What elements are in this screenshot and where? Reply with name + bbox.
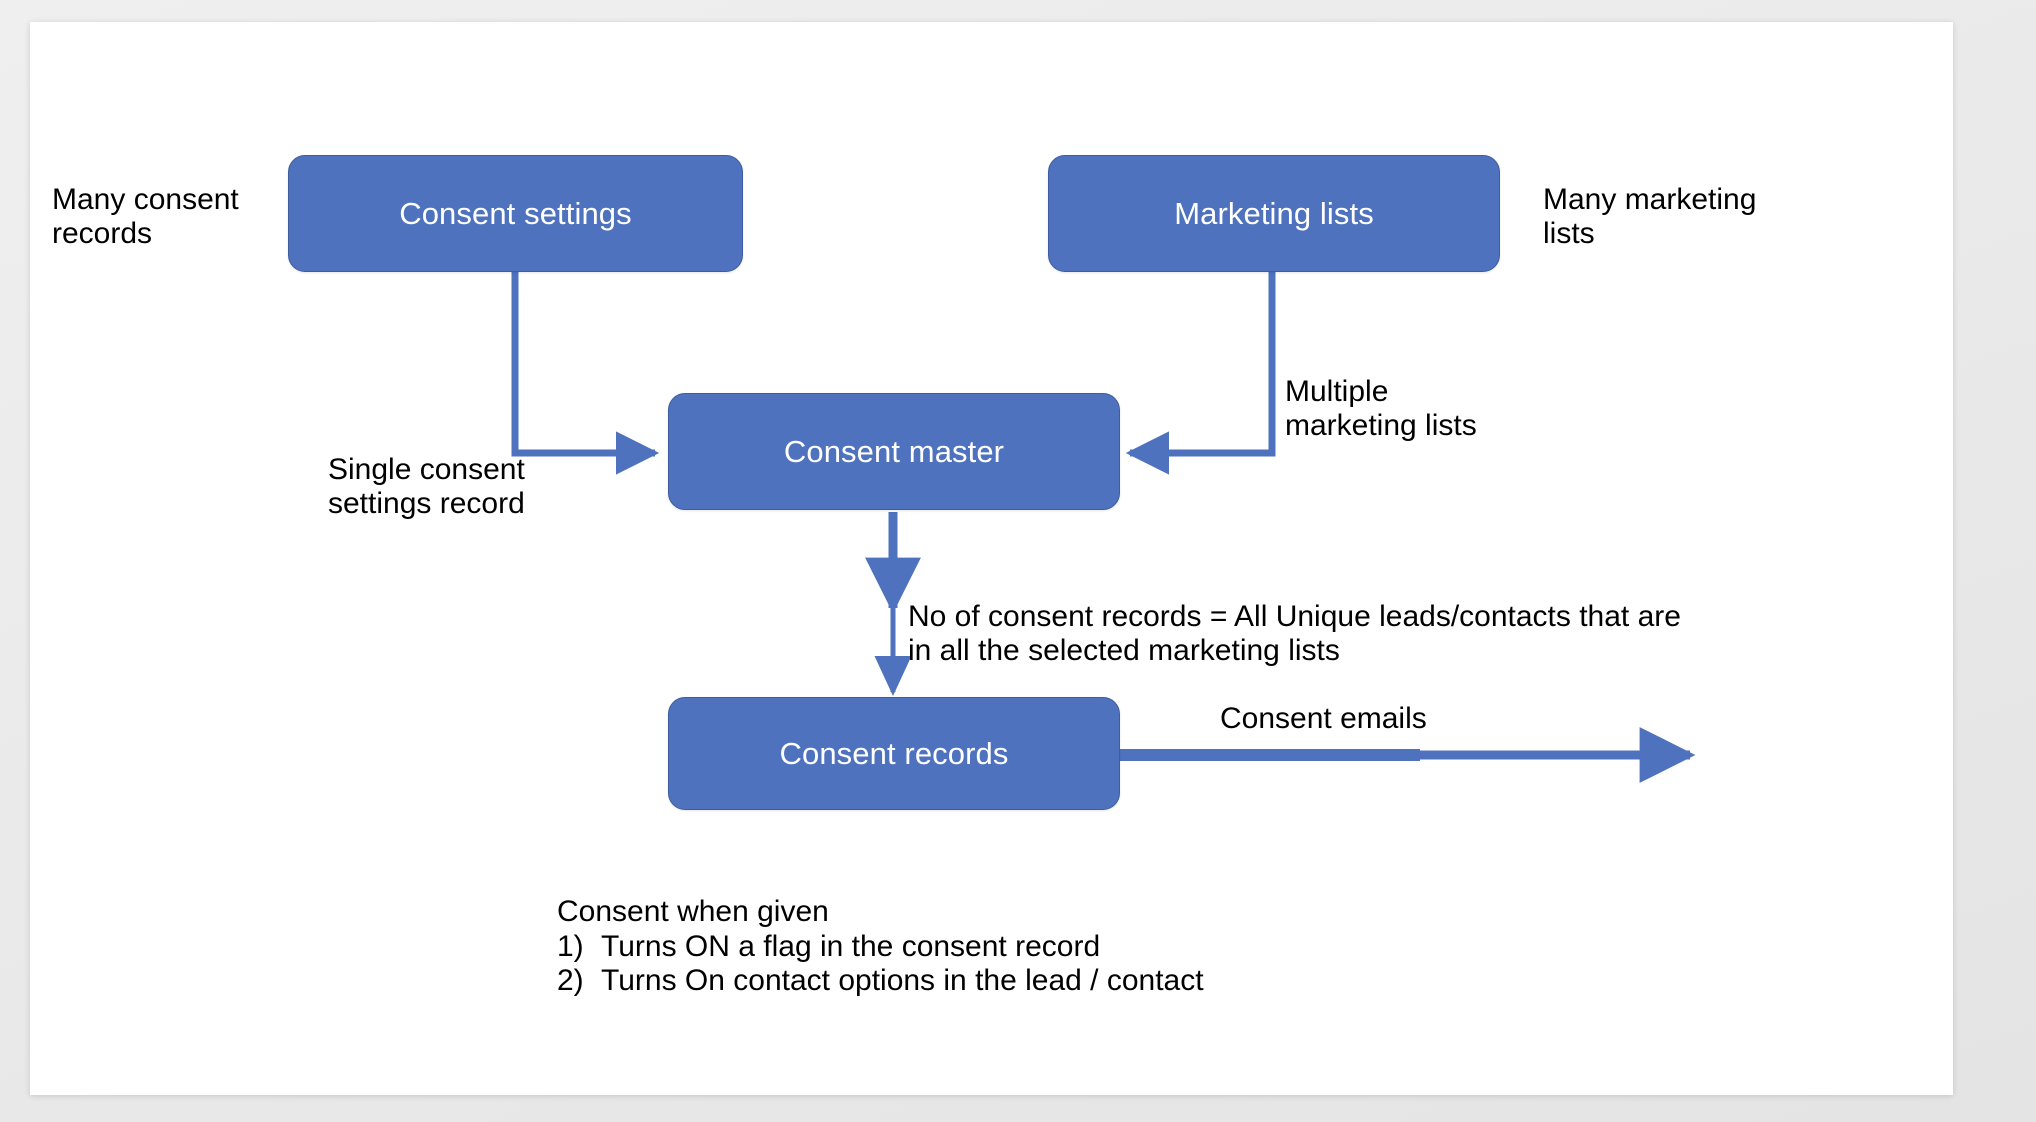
node-consent-records-label: Consent records [779,735,1009,771]
annotation-multiple-marketing-lists: Multiple marketing lists [1285,375,1477,442]
node-consent-master-label: Consent master [783,433,1005,469]
annotation-consent-records-count: No of consent records = All Unique leads… [908,600,1681,667]
notes-item-text: Turns ON a flag in the consent record [601,929,1101,963]
notes-heading: Consent when given [557,895,829,928]
annotation-many-consent-records: Many consent records [52,183,239,250]
connector-lists-to-master [1125,272,1276,475]
notes-item-text: Turns On contact options in the lead / c… [601,964,1204,998]
node-consent-records[interactable]: Consent records [668,697,1120,810]
notes-list: 1) Turns ON a flag in the consent record… [557,930,1357,999]
annotation-many-marketing-lists: Many marketing lists [1543,183,1757,250]
node-marketing-lists[interactable]: Marketing lists [1048,155,1500,272]
annotation-single-consent-settings-record: Single consent settings record [328,453,525,520]
notes-list-item: 1) Turns ON a flag in the consent record [557,930,1357,965]
node-marketing-lists-label: Marketing lists [1174,195,1374,231]
notes-item-number: 2) [557,964,584,998]
node-consent-settings-label: Consent settings [399,195,632,231]
connector-settings-to-master [511,272,660,475]
notes-list-item: 2) Turns On contact options in the lead … [557,964,1357,999]
node-consent-master[interactable]: Consent master [668,393,1120,510]
notes-block: Consent when given 1) Turns ON a flag in… [557,895,1357,999]
annotation-consent-emails: Consent emails [1220,702,1427,735]
notes-item-number: 1) [557,929,584,963]
node-consent-settings[interactable]: Consent settings [288,155,743,272]
